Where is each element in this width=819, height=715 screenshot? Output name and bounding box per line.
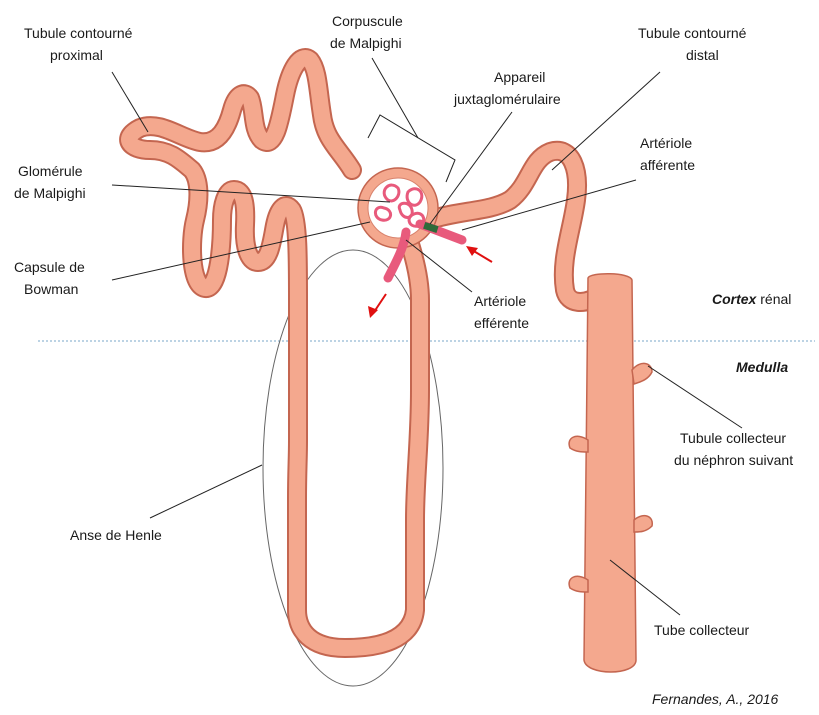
leader-corpuscule (372, 58, 418, 138)
nephron-tubule (129, 58, 420, 648)
next-nephron-stub-3 (569, 576, 588, 592)
label-corpuscule-line2: de Malpighi (330, 35, 402, 51)
label-arteriole-aff-line2: afférente (640, 157, 695, 173)
label-glomerule-line2: de Malpighi (14, 185, 86, 201)
label-arteriole-aff-line1: Artériole (640, 135, 692, 151)
label-capsule-line2: Bowman (24, 281, 78, 297)
label-glomerule-line1: Glomérule (18, 163, 83, 179)
label-appareil-line1: Appareil (494, 69, 545, 85)
collecting-duct-body (584, 274, 636, 672)
label-capsule-line1: Capsule de (14, 259, 85, 275)
label-cortex-rest: rénal (756, 291, 791, 307)
collecting-duct (569, 274, 652, 672)
label-cortex-bold: Cortex (712, 291, 758, 307)
next-nephron-stub-2 (569, 436, 588, 452)
label-pct-line2: proximal (50, 47, 103, 63)
label-medulla: Medulla (736, 359, 788, 375)
label-pct-line1: Tubule contourné (24, 25, 133, 41)
label-cortex: Cortex rénal (712, 291, 791, 307)
label-collecteur-suivant-line1: Tubule collecteur (680, 430, 786, 446)
label-arteriole-eff-line1: Artériole (474, 293, 526, 309)
label-anse: Anse de Henle (70, 527, 162, 543)
leader-anse (150, 465, 262, 518)
credit-text: Fernandes, A., 2016 (652, 691, 779, 707)
label-appareil-line2: juxtaglomérulaire (453, 91, 561, 107)
label-corpuscule-line1: Corpuscule (332, 13, 403, 29)
afferent-arrowhead (466, 246, 478, 256)
label-collecteur-suivant-line2: du néphron suivant (674, 452, 793, 468)
label-tcd-line1: Tubule contourné (638, 25, 747, 41)
leader-tcd (552, 72, 660, 170)
leader-collecteur-suivant (648, 366, 742, 428)
next-nephron-stub-4 (634, 516, 652, 532)
label-tube-collecteur: Tube collecteur (654, 622, 750, 638)
label-tcd-line2: distal (686, 47, 719, 63)
label-arteriole-eff-line2: efférente (474, 315, 529, 331)
